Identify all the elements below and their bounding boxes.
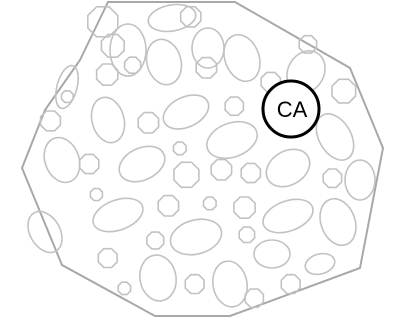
callout-label: CA <box>277 97 308 122</box>
ca-callout: CA <box>263 81 319 137</box>
specimen-outline <box>22 2 383 316</box>
